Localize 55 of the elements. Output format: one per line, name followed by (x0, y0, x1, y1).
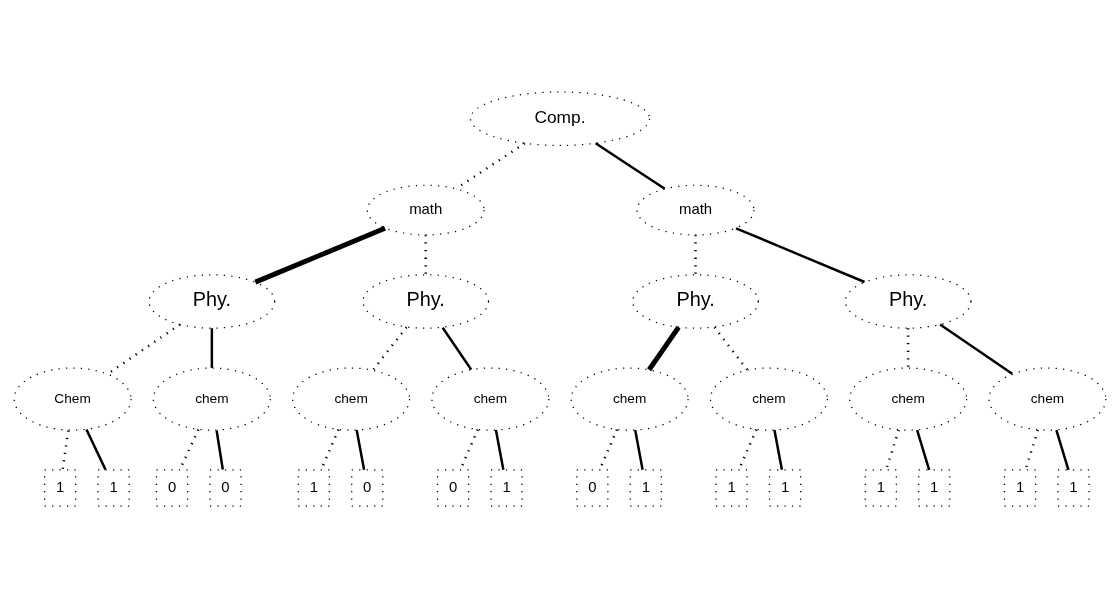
node-box: 1 (297, 468, 330, 507)
connector (884, 429, 900, 470)
connector (371, 325, 408, 371)
node-ellipse: math (636, 184, 755, 236)
node-ellipse: chem (292, 366, 411, 431)
connector (594, 141, 666, 190)
node-ellipse: chem (152, 366, 271, 431)
node-box: 0 (576, 468, 609, 507)
node-ellipse: Chem (13, 366, 132, 431)
node-box: 1 (44, 468, 77, 507)
node-ellipse: Phy. (844, 273, 972, 329)
connector (633, 429, 644, 470)
node-ellipse: chem (570, 366, 689, 431)
node-box: 1 (97, 468, 130, 507)
connector (735, 226, 865, 283)
connector (210, 327, 214, 368)
connector (694, 234, 697, 274)
connector (215, 429, 225, 470)
node-box: 1 (918, 468, 951, 507)
connector (1024, 429, 1040, 470)
node-box: 1 (629, 468, 662, 507)
node-box: 0 (155, 468, 189, 507)
connector (254, 225, 386, 284)
node-ellipse: Comp. (469, 90, 651, 146)
node-box: 0 (436, 468, 470, 507)
node-ellipse: math (366, 184, 485, 236)
node-box: 1 (768, 468, 802, 507)
node-box: 0 (351, 468, 384, 507)
node-box: 1 (1003, 468, 1037, 507)
connector (1055, 429, 1070, 470)
connector (424, 234, 427, 274)
connector (355, 429, 366, 470)
node-box: 1 (490, 468, 523, 507)
connector (494, 429, 505, 470)
node-ellipse: Phy. (632, 273, 759, 329)
node-box: 1 (715, 468, 748, 507)
connector (713, 325, 749, 371)
node-ellipse: chem (988, 366, 1107, 431)
node-ellipse: chem (431, 366, 550, 431)
connector (773, 429, 784, 470)
node-ellipse: chem (849, 366, 968, 431)
connector (939, 323, 1013, 375)
node-box: 1 (864, 468, 897, 507)
connector (441, 326, 473, 370)
connector (61, 429, 70, 470)
node-box: 0 (209, 468, 242, 507)
connector (107, 323, 181, 375)
connector (915, 429, 931, 470)
node-ellipse: Phy. (148, 273, 276, 329)
connector (906, 327, 910, 368)
node-ellipse: Phy. (362, 273, 490, 329)
connector (85, 428, 107, 470)
connector (647, 325, 681, 371)
node-box: 1 (1057, 468, 1090, 507)
node-ellipse: chem (709, 366, 828, 431)
